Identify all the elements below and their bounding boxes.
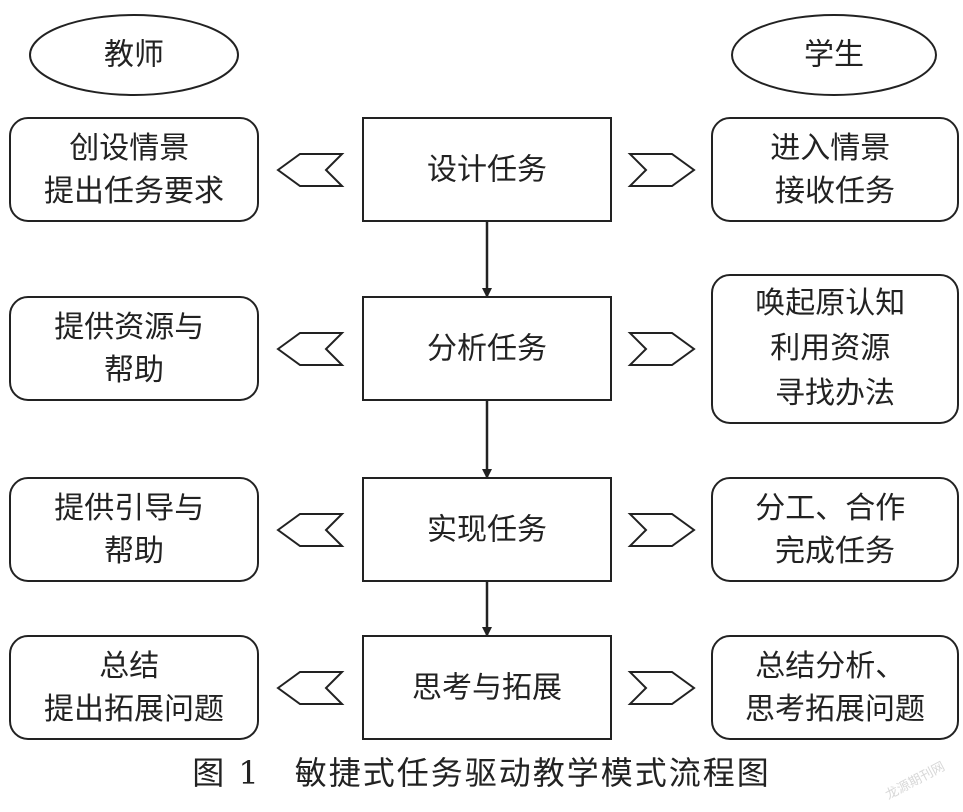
teacher-box-1: [9, 117, 259, 222]
teacher-line-4-2: 提出拓展问题: [44, 692, 224, 727]
chevron-left-icon-1: [276, 153, 345, 187]
chevron-right-icon-3: [627, 513, 696, 547]
teacher-line-1-1: 创设情景: [69, 131, 189, 166]
center-box-reflect: [362, 635, 612, 740]
chevron-left-icon-3: [276, 513, 345, 547]
student-text-4: 总结分析、 思考拓展问题: [745, 649, 925, 727]
student-line-3-2: 完成任务: [775, 534, 895, 569]
teacher-line-1-2: 提出任务要求: [44, 174, 224, 209]
figure-number: 图 1: [192, 754, 261, 792]
teacher-box-2: [9, 296, 259, 401]
center-text-reflect: 思考与拓展: [412, 671, 562, 706]
teacher-line-2-2: 帮助: [104, 353, 164, 388]
student-text-1: 进入情景 接收任务: [770, 131, 900, 209]
student-box-3: [711, 477, 959, 582]
teacher-line-3-2: 帮助: [104, 534, 164, 569]
student-line-2-2: 利用资源: [770, 331, 890, 366]
center-box-design: [362, 117, 612, 222]
student-ellipse: [731, 14, 937, 96]
chevron-left-icon-4: [276, 671, 345, 705]
student-line-3-1: 分工、合作: [755, 491, 905, 526]
teacher-box-4: [9, 635, 259, 740]
figure-caption: 图 1 敏捷式任务驱动教学模式流程图: [0, 748, 963, 794]
teacher-text-3: 提供引导与 帮助: [54, 491, 214, 569]
teacher-text-2: 提供资源与 帮助: [54, 310, 214, 388]
teacher-label: 教师: [104, 38, 164, 73]
student-line-1-2: 接收任务: [775, 174, 895, 209]
chevron-right-icon-2: [627, 332, 696, 366]
chevron-right-icon-4: [627, 671, 696, 705]
student-line-2-1: 唤起原认知: [755, 286, 905, 321]
student-box-1: [711, 117, 959, 222]
teacher-line-3-1: 提供引导与: [54, 491, 204, 526]
student-line-2-3: 寻找办法: [775, 376, 895, 411]
center-text-analyze: 分析任务: [427, 332, 547, 367]
student-text-2: 唤起原认知 利用资源 寻找办法: [755, 286, 915, 411]
chevron-left-icon-2: [276, 332, 345, 366]
student-text-3: 分工、合作 完成任务: [755, 491, 915, 569]
center-text-implement: 实现任务: [427, 513, 547, 548]
center-box-implement: [362, 477, 612, 582]
student-label: 学生: [804, 38, 864, 73]
figure-title: 敏捷式任务驱动教学模式流程图: [294, 754, 771, 792]
student-line-4-1: 总结分析、: [755, 649, 905, 684]
teacher-line-2-1: 提供资源与: [54, 310, 204, 345]
teacher-text-1: 创设情景 提出任务要求: [44, 131, 224, 209]
center-text-design: 设计任务: [427, 153, 547, 188]
student-box-2: [711, 274, 959, 424]
student-line-1-1: 进入情景: [770, 131, 890, 166]
student-box-4: [711, 635, 959, 740]
student-line-4-2: 思考拓展问题: [745, 692, 925, 727]
chevron-right-icon-1: [627, 153, 696, 187]
teacher-line-4-1: 总结: [99, 649, 159, 684]
teacher-box-3: [9, 477, 259, 582]
teacher-ellipse: [29, 14, 239, 96]
teacher-text-4: 总结 提出拓展问题: [44, 649, 224, 727]
